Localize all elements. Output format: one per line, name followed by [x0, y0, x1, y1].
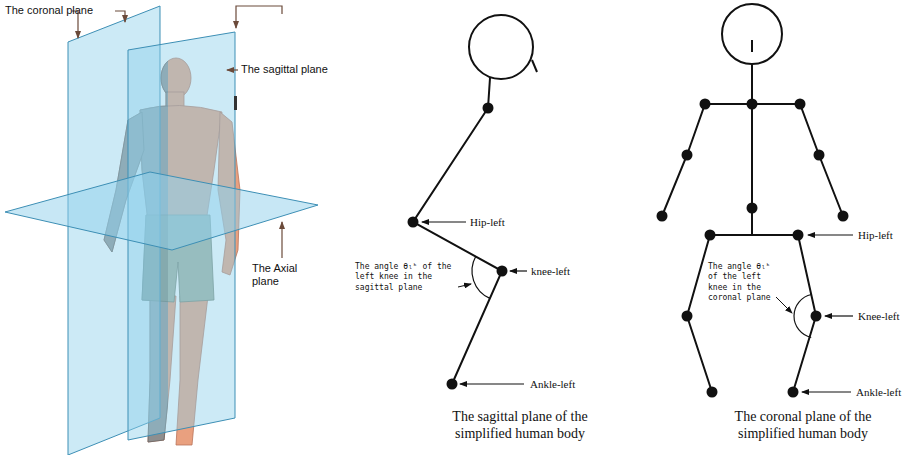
- caption: The sagittal plane of the simplified hum…: [430, 408, 610, 442]
- joint-label: Hip-left: [858, 228, 893, 242]
- plane-label: The sagittal plane: [241, 63, 328, 76]
- angle-label: The angle θₗᵏ of the left knee in the co…: [708, 262, 774, 304]
- caption: The coronal plane of the simplified huma…: [713, 408, 893, 442]
- sagittal-stick-figure: [408, 15, 538, 390]
- plane-label: The coronal plane: [5, 4, 93, 17]
- joint-label: knee-left: [531, 264, 570, 278]
- coronal-stick-figure: [657, 4, 854, 398]
- joint-label: Knee-left: [858, 309, 900, 323]
- plane-label: The Axial plane: [252, 262, 308, 288]
- joint-label: Ankle-left: [856, 385, 901, 399]
- angle-label: The angle θₗᵏ of the left knee in the sa…: [355, 262, 469, 293]
- joint-label: Hip-left: [470, 215, 505, 229]
- plane-leaders: [72, 6, 282, 258]
- joint-label: Ankle-left: [530, 377, 575, 391]
